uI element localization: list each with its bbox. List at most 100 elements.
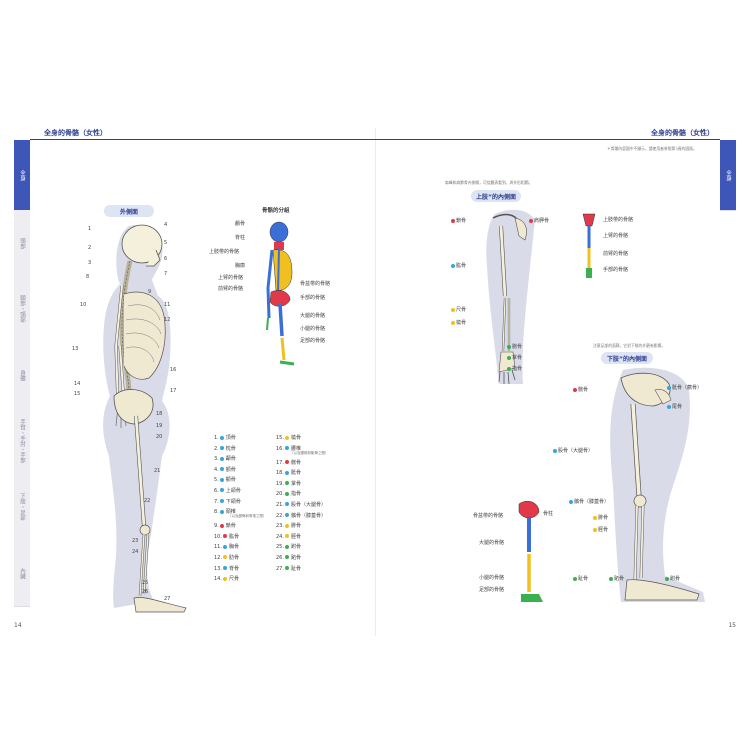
legend-row: 14.尺骨	[214, 576, 239, 583]
legend-row: 8.頸椎（以及顱骨和脊椎之間）	[214, 509, 267, 519]
tab-arm-hand[interactable]: 手臂・手肘・手部	[14, 408, 30, 475]
label-num-13: 13	[72, 346, 79, 352]
legend-row: 2.枕骨	[214, 445, 236, 452]
legend-dot-icon	[450, 320, 455, 325]
label-num-27: 27	[164, 596, 171, 602]
legend-dot-icon	[506, 366, 511, 371]
label-num-9: 9	[148, 289, 152, 295]
legend-dot-icon	[223, 534, 228, 539]
legend-row: 25.跗骨	[276, 544, 301, 551]
upper-limb-title: 上肢”的內側面	[471, 190, 521, 202]
label-num-19: 19	[156, 423, 163, 429]
legend-row: 3.顳骨	[214, 456, 236, 463]
legend-row: 7.下頜骨	[214, 498, 241, 505]
label-num-25: 25	[142, 580, 149, 586]
label-num-14: 14	[74, 381, 81, 387]
label-num-6: 6	[164, 256, 168, 262]
legend-dot-icon	[223, 576, 228, 581]
tab-head[interactable]: 頭部	[14, 210, 30, 277]
tab-full-body-right[interactable]: 全身	[720, 140, 736, 211]
legend-dot-icon	[220, 509, 225, 514]
tab-organs[interactable]: 內臟	[14, 540, 30, 607]
label-num-16: 16	[170, 367, 177, 373]
legend-dot-icon	[285, 460, 290, 465]
legend-dot-icon	[285, 534, 290, 539]
book-spread: 全身的骨骼（女性） 全身 頭部 頸部・頭部 身體 手臂・手肘・手部 下肢・足部 …	[14, 128, 736, 636]
legend-dot-icon	[450, 218, 455, 223]
lower-label-sacrum: 骶骨（薦骨）	[665, 384, 702, 391]
group-label-shoulder-girdle: 上肢帶的骨骼	[209, 249, 240, 255]
lower-label-coccyx: 尾骨	[665, 403, 682, 410]
lower-label-tarsal: 跗骨	[663, 575, 680, 582]
label-num-7: 7	[164, 271, 168, 277]
legend-dot-icon	[285, 470, 290, 475]
tab-leg-foot[interactable]: 下肢・足部	[14, 474, 30, 541]
bone-legend-col2: 15.橈骨 16.腰椎（以及腰椎和骶骨之間） 17.髂骨 18.骶骨 19.掌骨…	[276, 434, 329, 575]
legend-dot-icon	[285, 566, 290, 571]
legend-row: 12.肋骨	[214, 554, 239, 561]
legend-dot-icon	[285, 446, 290, 451]
left-header-title: 全身的骨骼（女性）	[44, 129, 107, 137]
left-header-rule	[30, 139, 375, 141]
legend-row: 4.額骨	[214, 466, 236, 473]
legend-dot-icon	[572, 387, 577, 392]
label-num-8: 8	[86, 274, 90, 280]
legend-row: 10.肱骨	[214, 533, 239, 540]
legend-row: 22.髕骨（膝蓋骨）	[276, 512, 326, 519]
legend-dot-icon	[223, 566, 228, 571]
upper-label-humerus: 肱骨	[449, 262, 466, 269]
legend-dot-icon	[285, 544, 290, 549]
legend-dot-icon	[285, 491, 290, 496]
classification-skeleton	[266, 221, 295, 366]
upper-limb-illustration	[486, 209, 535, 385]
legend-dot-icon	[608, 576, 613, 581]
legend-dot-icon	[666, 385, 671, 390]
group-label-spine: 脊柱	[235, 235, 246, 241]
legend-row: 9.鎖骨	[214, 523, 236, 530]
legend-dot-icon	[506, 344, 511, 349]
label-num-4: 4	[164, 222, 168, 228]
lower-mini-label-spine: 骨柱	[543, 511, 554, 517]
lower-label-toe-bones: 趾骨	[571, 575, 588, 582]
upper-label-radius: 橈骨	[449, 319, 466, 326]
classification-title: 骨骼的分組	[262, 208, 290, 214]
legend-dot-icon	[592, 515, 597, 520]
legend-dot-icon	[528, 218, 533, 223]
legend-dot-icon	[506, 355, 511, 360]
gutter-divider	[375, 128, 376, 636]
tab-full-body[interactable]: 全身	[14, 140, 30, 211]
upper-limb-mini-colored	[582, 213, 596, 278]
legend-dot-icon	[220, 499, 225, 504]
label-num-17: 17	[170, 388, 177, 394]
legend-dot-icon	[592, 527, 597, 532]
label-num-18: 18	[156, 411, 163, 417]
page-number-left: 14	[14, 622, 22, 629]
label-num-1: 1	[88, 226, 92, 232]
group-label-upper-arm: 上臂的骨骼	[218, 275, 244, 281]
legend-row: 15.橈骨	[276, 435, 301, 441]
lower-group-foot: 足部的骨骼	[479, 587, 505, 593]
label-num-5: 5	[164, 240, 168, 246]
label-num-10: 10	[80, 302, 87, 308]
lower-group-pelvic: 骨盆帶的骨骼	[473, 513, 504, 519]
legend-row: 24.脛骨	[276, 533, 301, 540]
label-num-20: 20	[156, 434, 163, 440]
legend-row: 23.腓骨	[276, 523, 301, 530]
side-skeleton-illustration	[103, 224, 187, 613]
legend-dot-icon	[664, 576, 669, 581]
tab-neck-head[interactable]: 頸部・頭部	[14, 276, 30, 343]
label-num-12: 12	[164, 317, 171, 323]
label-num-11: 11	[164, 302, 171, 308]
upper-group-upper-arm: 上臂的骨骼	[603, 233, 629, 239]
upper-label-phalanges: 指骨	[505, 365, 522, 372]
legend-row: 20.指骨	[276, 491, 301, 498]
upper-label-metacarpal: 掌骨	[505, 354, 522, 361]
group-label-foot: 足部的骨骼	[300, 338, 326, 344]
legend-row: 17.髂骨	[276, 459, 301, 466]
lower-limb-note: 注意足部的面積，它對下肢的外觀有影響。	[593, 343, 666, 348]
legend-dot-icon	[285, 435, 290, 440]
legend-dot-icon	[568, 499, 573, 504]
lower-limb-illustration	[610, 367, 705, 602]
label-num-3: 3	[88, 260, 92, 266]
tab-torso[interactable]: 身體	[14, 342, 30, 409]
